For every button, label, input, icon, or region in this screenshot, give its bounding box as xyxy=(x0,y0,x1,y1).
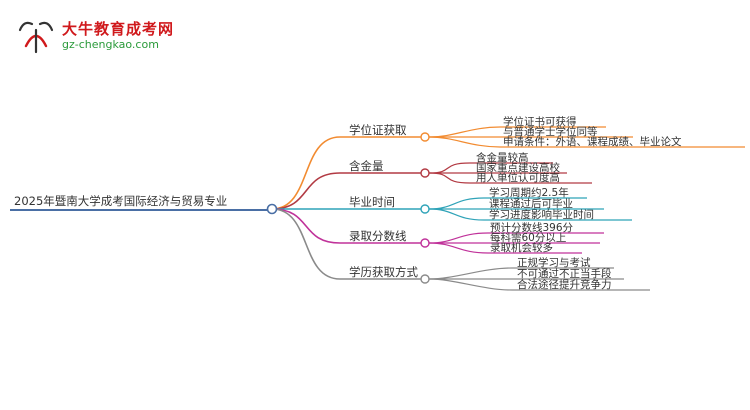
branch-2-leaf-1-label: 含金量较高 xyxy=(476,151,529,164)
branch-5-leaf-1-connector xyxy=(428,267,513,280)
branch-4-leaf-3-connector xyxy=(428,242,489,254)
branch-5-leaf-1-label: 正规学习与考试 xyxy=(517,256,591,269)
branch-2-connector xyxy=(271,172,341,210)
branch-3-node xyxy=(420,204,430,214)
branch-1-label: 学位证获取 xyxy=(349,123,407,137)
branch-1-node xyxy=(420,132,430,142)
branch-5-leaf-3-label: 合法途径提升竞争力 xyxy=(517,278,612,291)
ox-logo-icon xyxy=(18,21,54,54)
branch-2-leaf-2-label: 国家重点建设高校 xyxy=(476,161,560,174)
brand-logo: 大牛教育成考网 gz-chengkao.com xyxy=(12,14,212,58)
branch-1-leaf-3-connector xyxy=(428,136,501,148)
branch-1-connector xyxy=(271,136,341,210)
branch-5-label: 学历获取方式 xyxy=(349,265,418,279)
branch-5-leaf-3-connector xyxy=(428,278,513,291)
brand-title: 大牛教育成考网 xyxy=(62,20,175,38)
branch-4-leaf-3-label: 录取机会较多 xyxy=(490,241,553,254)
root-topic: 2025年暨南大学成考国际经济与贸易专业 xyxy=(14,194,227,208)
branch-3-label: 毕业时间 xyxy=(349,195,395,209)
branch-2-leaf-3-connector xyxy=(428,172,471,184)
branch-4-node xyxy=(420,238,430,248)
branch-3-leaf-3-label: 学习进度影响毕业时间 xyxy=(489,208,594,221)
branch-4-connector xyxy=(271,208,341,244)
branch-5-leaf-2-label: 不可通过不正当手段 xyxy=(517,267,612,280)
branch-5-node xyxy=(420,274,430,284)
branch-5-connector xyxy=(271,208,341,280)
branch-2-leaf-1-connector xyxy=(428,162,471,174)
branch-4-leaf-1-connector xyxy=(428,232,489,244)
branch-3-leaf-3-connector xyxy=(428,208,485,221)
branch-2-leaf-3-label: 用人单位认可度高 xyxy=(476,171,560,184)
branch-1-leaf-2-label: 与普通学士学位同等 xyxy=(503,125,598,138)
brand-url: gz-chengkao.com xyxy=(62,38,159,51)
branch-4-leaf-1-label: 预计分数线396分 xyxy=(490,221,574,234)
branch-3-leaf-2-label: 课程通过后可毕业 xyxy=(489,197,573,210)
branch-3-leaf-1-connector xyxy=(428,197,485,210)
root-node xyxy=(266,203,278,215)
branch-1-leaf-1-label: 学位证书可获得 xyxy=(503,115,577,128)
branch-4-leaf-2-label: 每科需60分以上 xyxy=(490,231,566,244)
branch-1-leaf-1-connector xyxy=(428,126,501,138)
branch-4-label: 录取分数线 xyxy=(349,229,407,243)
branch-2-label: 含金量 xyxy=(349,159,384,173)
branch-3-leaf-1-label: 学习周期约2.5年 xyxy=(489,186,569,199)
branch-1-leaf-3-label: 申请条件：外语、课程成绩、毕业论文 xyxy=(503,135,682,148)
branch-2-node xyxy=(420,168,430,178)
